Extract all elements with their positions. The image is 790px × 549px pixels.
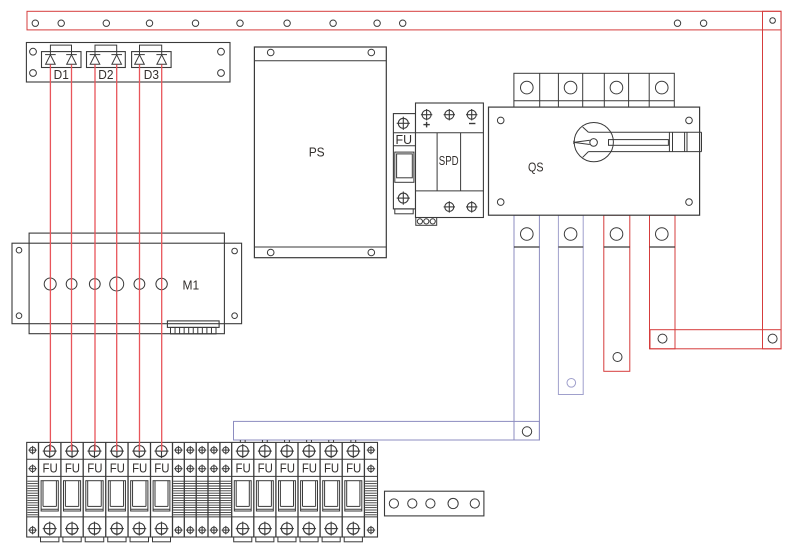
svg-text:FU: FU (132, 461, 147, 475)
svg-text:FU: FU (280, 461, 295, 475)
svg-text:FU: FU (236, 461, 251, 475)
svg-text:FU: FU (302, 461, 317, 475)
svg-text:D2: D2 (98, 68, 113, 82)
svg-text:D3: D3 (144, 68, 159, 82)
svg-text:SPD: SPD (439, 154, 459, 168)
svg-text:QS: QS (528, 161, 544, 175)
svg-text:D1: D1 (54, 68, 69, 82)
svg-text:FU: FU (43, 461, 58, 475)
svg-text:FU: FU (154, 461, 169, 475)
svg-text:FU: FU (87, 461, 102, 475)
svg-text:FU: FU (346, 461, 361, 475)
svg-text:FU: FU (65, 461, 80, 475)
svg-text:M1: M1 (183, 279, 200, 293)
svg-text:FU: FU (396, 133, 413, 147)
svg-text:FU: FU (258, 461, 273, 475)
svg-text:FU: FU (110, 461, 125, 475)
svg-text:PS: PS (309, 144, 325, 159)
svg-text:FU: FU (324, 461, 339, 475)
